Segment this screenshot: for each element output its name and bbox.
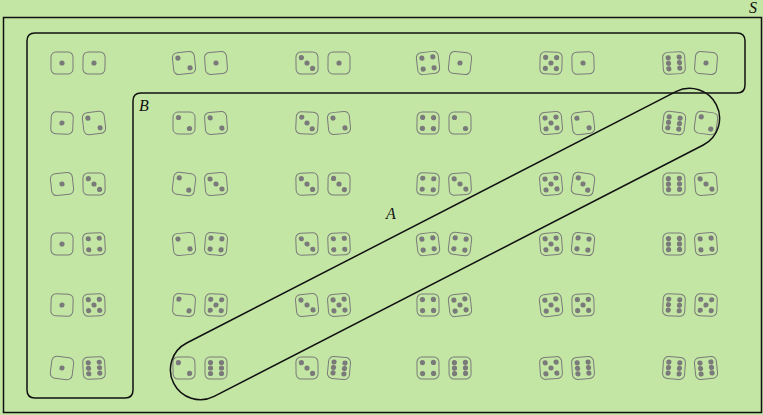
die [539,172,563,196]
die [296,52,318,74]
die [295,111,318,134]
region-outline-shape [160,78,730,410]
die [663,173,685,195]
die [204,232,228,256]
region-outline-shape [4,18,762,413]
die [50,172,74,196]
die [83,173,105,195]
die [51,52,73,74]
die [50,356,75,381]
die [83,52,105,74]
die [662,356,685,379]
die [328,52,350,74]
die [539,293,564,318]
die [295,293,319,317]
die [449,357,471,379]
die [296,173,318,195]
die [204,111,228,135]
die [296,233,319,256]
set-label: A [386,206,396,222]
region-outline [3,17,762,413]
die [694,51,718,75]
die [327,293,351,317]
die [172,293,196,317]
die [51,233,73,255]
die [663,233,685,255]
die [539,356,562,379]
die [416,51,440,75]
die [571,232,595,256]
die [448,232,472,256]
die [51,294,74,317]
die [328,173,350,195]
die [417,112,439,134]
die [416,232,440,256]
die [539,111,563,135]
die [694,356,718,380]
die [448,51,472,75]
sample-space-box: SBA [3,17,762,413]
die [449,112,471,134]
die [572,52,595,75]
die [571,356,595,380]
die [662,293,685,316]
die [204,51,228,75]
die [82,232,105,255]
event-region: A [150,70,745,415]
die [448,293,472,317]
die [448,172,471,195]
die [662,111,687,136]
die [296,357,318,379]
die [204,172,228,196]
die [572,294,595,317]
die [173,357,195,379]
die [327,111,351,135]
die [205,294,228,317]
set-label: S [749,0,757,16]
region-outline-shape [27,33,745,398]
die [82,111,106,135]
die [694,172,718,196]
die [173,112,195,134]
die [417,294,439,316]
die [571,111,596,136]
die [694,111,719,136]
set-label: B [139,98,149,114]
die [172,51,196,75]
die [328,233,351,256]
die [205,357,227,379]
die [417,357,439,379]
die [571,172,596,197]
die [540,52,563,75]
die [416,172,439,195]
region-outline [150,70,745,415]
die [172,232,196,256]
die [83,294,106,317]
die [695,294,718,317]
die [327,356,351,380]
die [539,232,563,256]
die [694,232,718,256]
die [82,356,105,379]
die [172,172,197,197]
die [662,51,685,74]
die [51,112,74,135]
